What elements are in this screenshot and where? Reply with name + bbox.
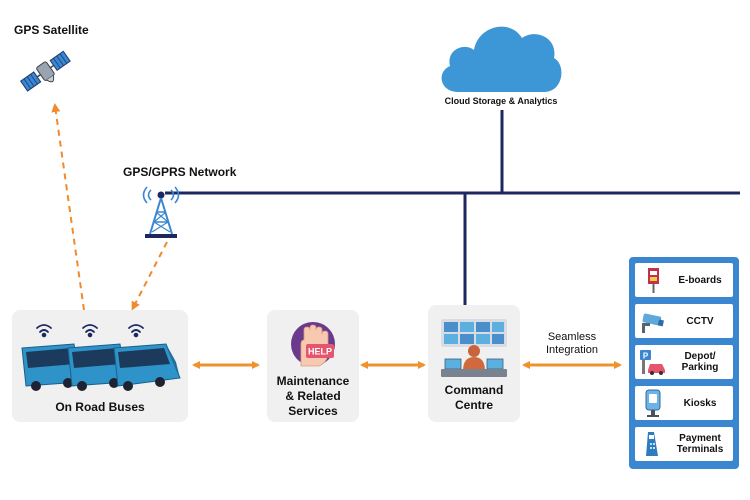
command-centre-label: Command Centre: [428, 383, 520, 413]
help-sign-text: HELP: [308, 347, 332, 357]
command-label-line1: Command: [444, 383, 504, 397]
service-label: Depot/ Parking: [681, 351, 719, 373]
integrated-services-panel: E-boards CCTV P Depot/ Parking Kiosks: [629, 257, 739, 469]
service-label: E-boards: [678, 274, 722, 286]
service-item-cctv: CCTV: [635, 304, 733, 338]
payment-terminal-icon: [646, 432, 658, 456]
maintenance-label-line3: Services: [288, 404, 338, 418]
service-item-depot-parking: P Depot/ Parking: [635, 345, 733, 379]
gps-satellite-label: GPS Satellite: [14, 23, 89, 37]
service-item-payment-terminals: Payment Terminals: [635, 427, 733, 461]
e-board-icon: [648, 268, 659, 293]
help-hand-icon: HELP: [291, 322, 335, 367]
bus-to-satellite-arrow: [51, 103, 85, 311]
command-centre-box: Command Centre: [428, 305, 520, 422]
buses-icon: [21, 324, 181, 391]
maintenance-label: Maintenance & Related Services: [267, 374, 359, 419]
network-label: GPS/GPRS Network: [123, 165, 237, 179]
buses-label: On Road Buses: [55, 400, 145, 414]
kiosk-icon: [645, 389, 661, 417]
cell-tower-icon: [142, 186, 180, 238]
service-label: Payment Terminals: [676, 433, 724, 455]
control-room-icon: [441, 319, 507, 377]
maintenance-label-line1: Maintenance: [276, 374, 350, 388]
command-label-line2: Centre: [454, 398, 493, 412]
on-road-buses-box: On Road Buses: [12, 310, 188, 422]
service-item-e-boards: E-boards: [635, 263, 733, 297]
integration-label-line2: Integration: [546, 344, 598, 356]
cctv-camera-icon: [642, 313, 664, 333]
service-label: Kiosks: [683, 397, 717, 409]
svg-text:P: P: [643, 352, 649, 361]
integration-label: Seamless Integration: [528, 331, 616, 357]
maintenance-label-line2: & Related: [285, 389, 341, 403]
satellite-icon: [19, 50, 71, 92]
cloud-label: Cloud Storage & Analytics: [444, 96, 558, 106]
parking-icon: P: [640, 350, 665, 375]
cloud-icon: [441, 26, 562, 92]
service-label: CCTV: [686, 315, 714, 327]
maintenance-box: HELP Maintenance & Related Services: [267, 310, 359, 422]
tower-to-bus-arrow: [131, 241, 168, 311]
integration-label-line1: Seamless: [547, 331, 597, 343]
service-item-kiosks: Kiosks: [635, 386, 733, 420]
